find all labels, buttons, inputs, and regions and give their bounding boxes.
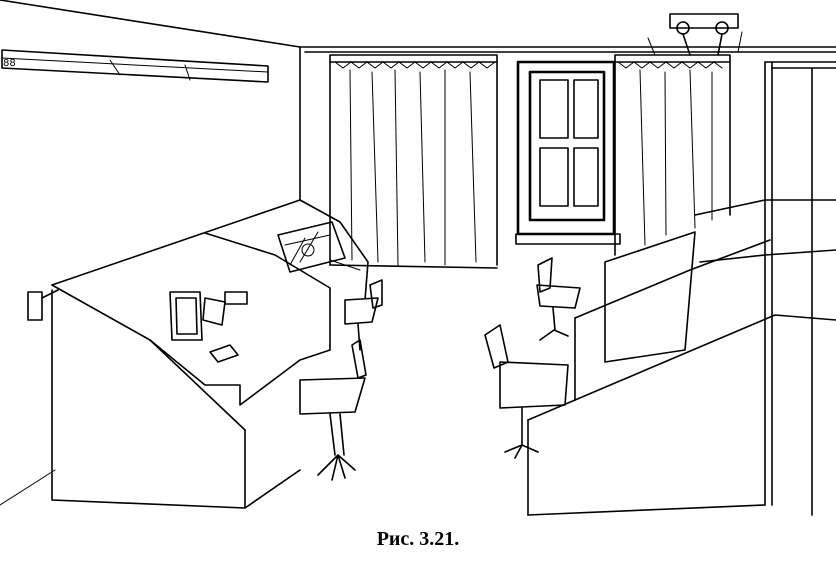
instructor-desk [527, 199, 836, 516]
door-frame [764, 61, 836, 516]
room-shell [0, 0, 836, 506]
chair-back-left [344, 279, 383, 351]
chair-front-left [299, 339, 367, 481]
curtain-left [329, 54, 498, 269]
figure-caption: Рис. 3.21. [376, 528, 460, 550]
curtain-right [614, 54, 731, 256]
ceiling-lamp: 88 [1, 49, 269, 83]
chair-middle [536, 257, 581, 341]
lamp-label: 88 [3, 58, 16, 69]
ceiling-projector [647, 13, 743, 56]
window [515, 60, 621, 245]
chair-front-right [484, 324, 569, 459]
control-console [27, 199, 369, 509]
